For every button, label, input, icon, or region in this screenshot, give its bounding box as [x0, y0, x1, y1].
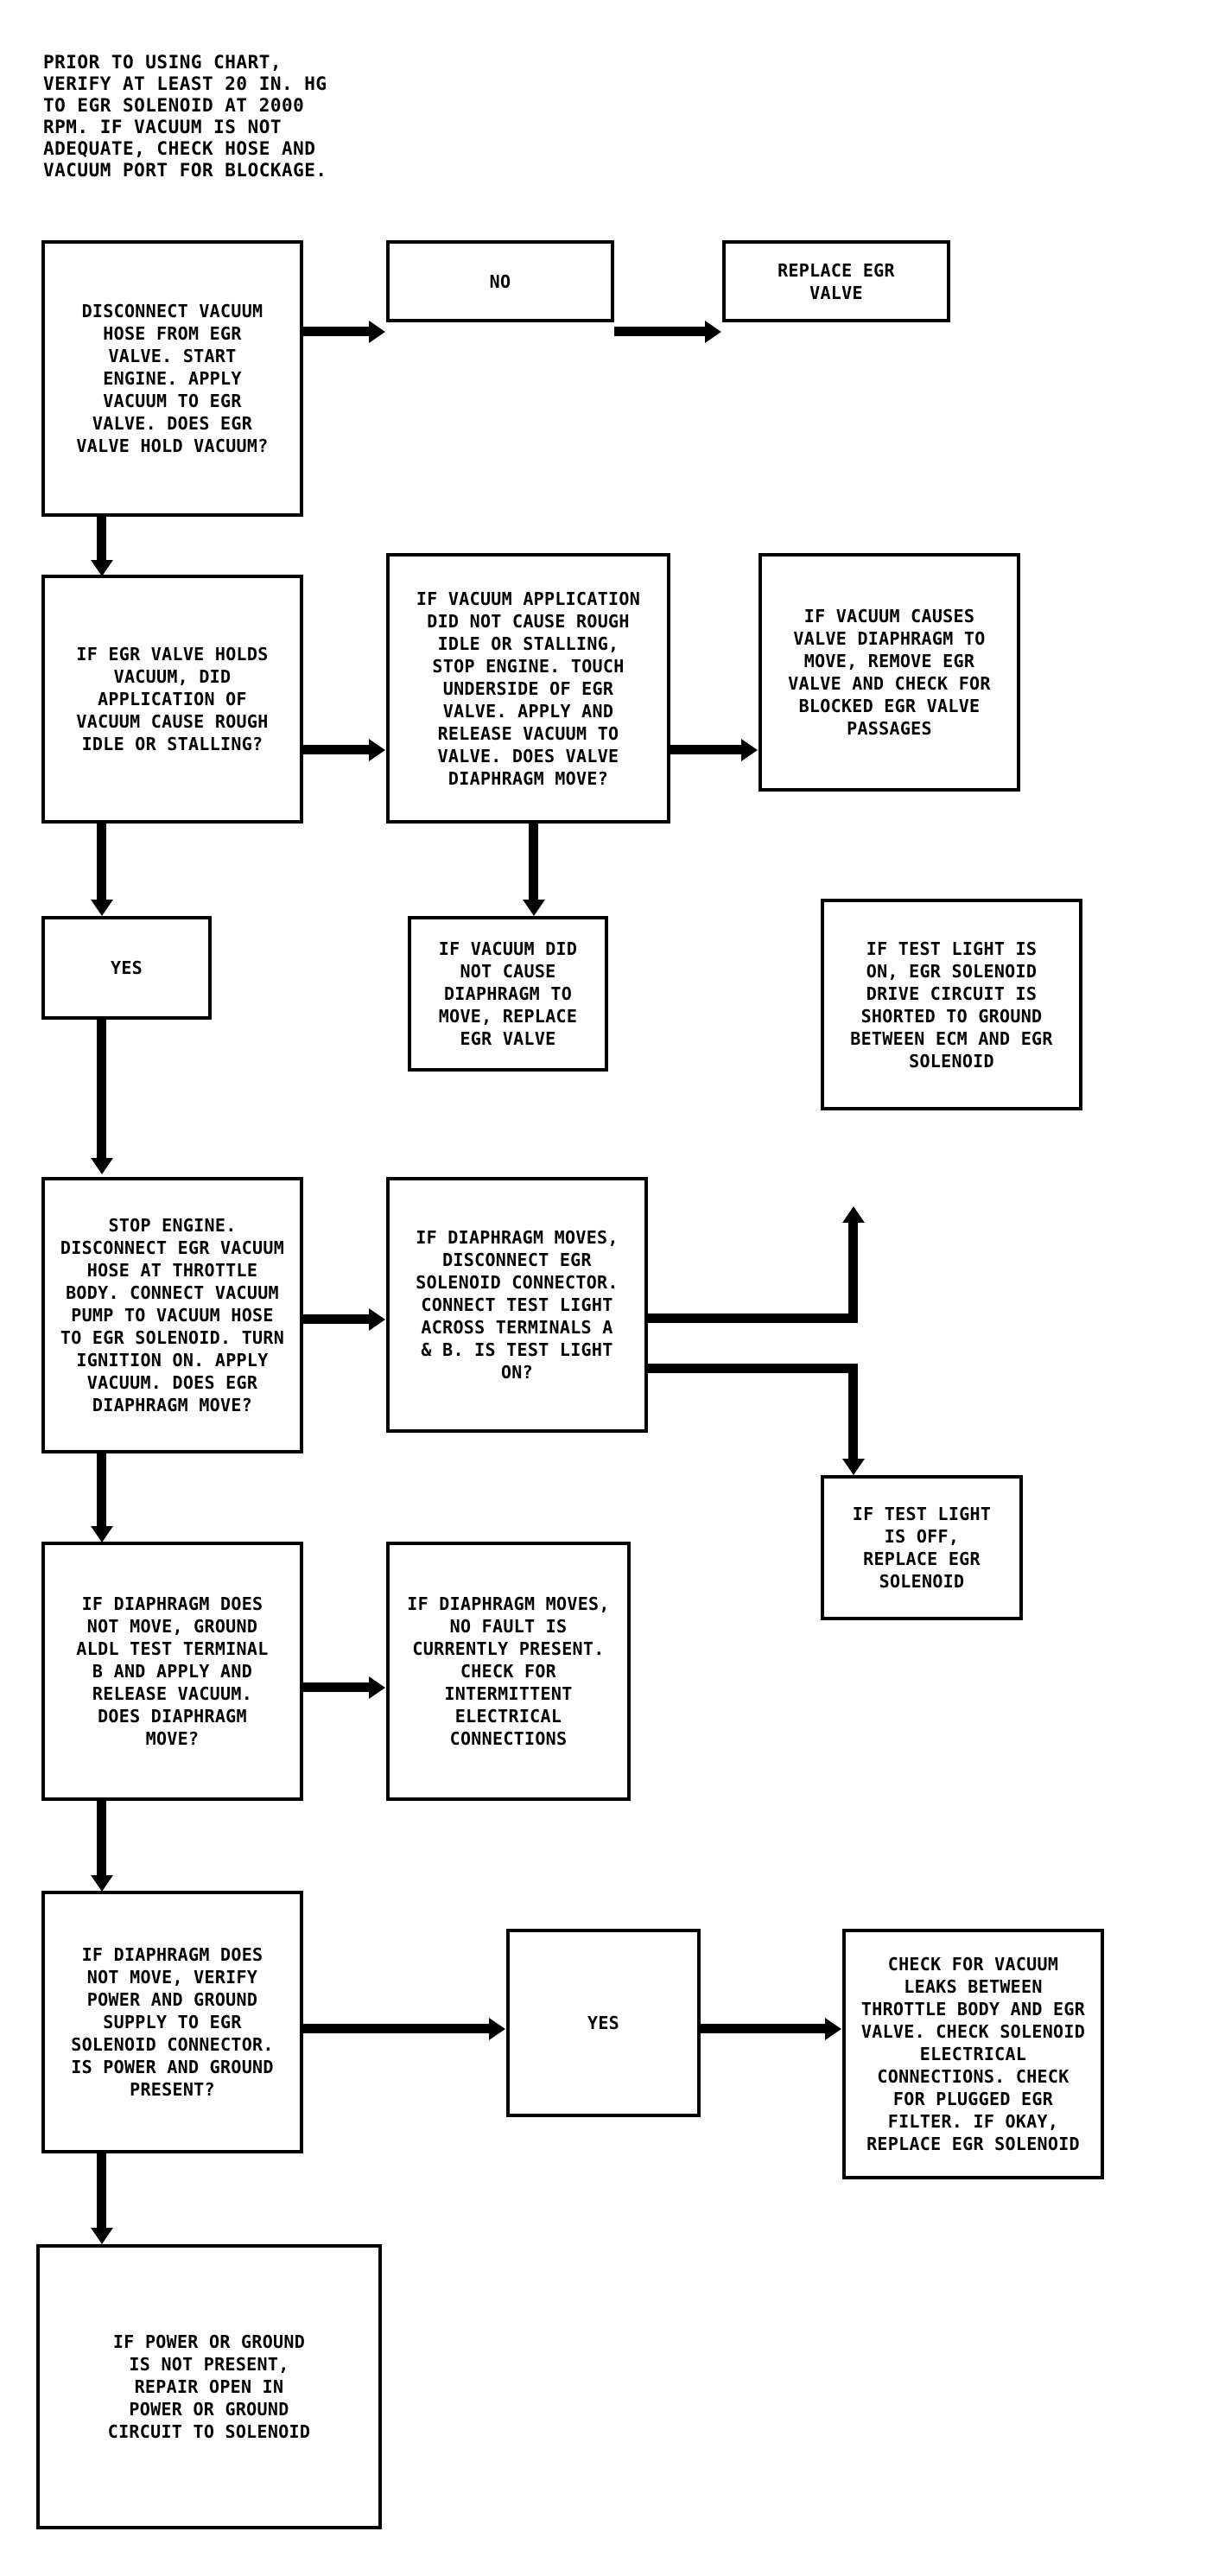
node-repair-open-power-ground[interactable]: IF POWER OR GROUND IS NOT PRESENT, REPAI…	[36, 2244, 382, 2529]
connector-n15-n16	[303, 2024, 489, 2033]
arrowhead-down	[91, 900, 113, 916]
node-replace-egr-valve[interactable]: REPLACE EGR VALVE	[722, 240, 950, 322]
node-yes-2[interactable]: YES	[506, 1929, 701, 2117]
connector-n4-n7	[97, 824, 106, 900]
node-test-light-off-replace-solenoid[interactable]: IF TEST LIGHT IS OFF, REPLACE EGR SOLENO…	[821, 1475, 1023, 1620]
node-disconnect-vacuum-hose[interactable]: DISCONNECT VACUUM HOSE FROM EGR VALVE. S…	[41, 240, 303, 517]
node-text: DISCONNECT VACUUM HOSE FROM EGR VALVE. S…	[76, 301, 269, 456]
node-diaphragm-moves-connect-test-light[interactable]: IF DIAPHRAGM MOVES, DISCONNECT EGR SOLEN…	[386, 1177, 648, 1433]
arrowhead-down	[91, 1526, 113, 1542]
arrowhead-right	[369, 1308, 385, 1331]
arrowhead-right	[705, 321, 721, 343]
node-text: IF TEST LIGHT IS ON, EGR SOLENOID DRIVE …	[850, 938, 1053, 1072]
node-text: IF VACUUM CAUSES VALVE DIAPHRAGM TO MOVE…	[788, 606, 991, 739]
arrowhead-right	[825, 2018, 841, 2040]
node-text: IF DIAPHRAGM MOVES, NO FAULT IS CURRENTL…	[407, 1593, 610, 1749]
connector-n10-n13	[97, 1453, 106, 1526]
node-text: REPLACE EGR VALVE	[778, 259, 895, 303]
arrowhead-right	[489, 2018, 505, 2040]
arrowhead-up	[842, 1206, 865, 1223]
node-text: NO	[489, 270, 511, 292]
arrowhead-down	[842, 1459, 865, 1475]
arrowhead-down	[91, 1158, 113, 1174]
arrowhead-down	[91, 560, 113, 576]
node-text: IF EGR VALVE HOLDS VACUUM, DID APPLICATI…	[76, 644, 269, 754]
connector-n5-n6	[670, 745, 741, 754]
node-verify-power-and-ground[interactable]: IF DIAPHRAGM DOES NOT MOVE, VERIFY POWER…	[41, 1891, 303, 2153]
connector-n10-n11	[303, 1314, 369, 1324]
node-egr-valve-holds-vacuum[interactable]: IF EGR VALVE HOLDS VACUUM, DID APPLICATI…	[41, 575, 303, 824]
node-check-vacuum-leaks[interactable]: CHECK FOR VACUUM LEAKS BETWEEN THROTTLE …	[842, 1929, 1104, 2179]
node-no-1[interactable]: NO	[386, 240, 614, 322]
connector-n16-n17	[701, 2024, 825, 2033]
node-stop-engine-connect-vacuum-pump[interactable]: STOP ENGINE. DISCONNECT EGR VACUUM HOSE …	[41, 1177, 303, 1453]
node-diaphragm-not-move-ground-aldl[interactable]: IF DIAPHRAGM DOES NOT MOVE, GROUND ALDL …	[41, 1542, 303, 1801]
connector-n15-n18	[97, 2153, 106, 2228]
arrowhead-right	[369, 1676, 385, 1699]
node-vacuum-causes-diaphragm-move[interactable]: IF VACUUM CAUSES VALVE DIAPHRAGM TO MOVE…	[758, 553, 1020, 792]
arrowhead-right	[741, 739, 758, 761]
node-diaphragm-moves-no-fault[interactable]: IF DIAPHRAGM MOVES, NO FAULT IS CURRENTL…	[386, 1542, 631, 1801]
node-text: IF DIAPHRAGM DOES NOT MOVE, GROUND ALDL …	[76, 1593, 269, 1749]
arrowhead-down	[91, 2228, 113, 2244]
connector-n1-n2	[303, 327, 369, 336]
connector-n11-n12-v	[848, 1364, 858, 1459]
arrowhead-right	[369, 739, 385, 761]
connector-n11-n12-h	[648, 1364, 858, 1373]
node-text: IF VACUUM APPLICATION DID NOT CAUSE ROUG…	[416, 588, 641, 789]
connector-n13-n14	[303, 1682, 369, 1692]
node-text: CHECK FOR VACUUM LEAKS BETWEEN THROTTLE …	[860, 1954, 1086, 2154]
connector-n4-n5	[303, 745, 369, 754]
node-text: IF DIAPHRAGM MOVES, DISCONNECT EGR SOLEN…	[416, 1227, 619, 1383]
arrowhead-down	[91, 1875, 113, 1892]
arrowhead-down	[523, 900, 545, 916]
node-yes-1[interactable]: YES	[41, 916, 212, 1020]
node-text: IF DIAPHRAGM DOES NOT MOVE, VERIFY POWER…	[71, 1944, 274, 2100]
connector-n11-n9-v	[848, 1223, 858, 1318]
node-vacuum-application-no-rough-idle[interactable]: IF VACUUM APPLICATION DID NOT CAUSE ROUG…	[386, 553, 670, 824]
arrowhead-right	[369, 321, 385, 343]
node-text: IF TEST LIGHT IS OFF, REPLACE EGR SOLENO…	[852, 1504, 992, 1592]
chart-prerequisite-note: PRIOR TO USING CHART, VERIFY AT LEAST 20…	[43, 52, 327, 181]
node-text: IF VACUUM DID NOT CAUSE DIAPHRAGM TO MOV…	[438, 938, 578, 1049]
connector-n7-n10	[97, 1020, 106, 1158]
connector-n2-n3	[614, 327, 705, 336]
node-vacuum-did-not-cause-diaphragm[interactable]: IF VACUUM DID NOT CAUSE DIAPHRAGM TO MOV…	[408, 916, 608, 1072]
node-text: YES	[587, 2013, 620, 2033]
connector-n13-n15	[97, 1801, 106, 1875]
connector-n5-n8	[529, 824, 538, 900]
node-text: IF POWER OR GROUND IS NOT PRESENT, REPAI…	[107, 2331, 311, 2442]
node-text: STOP ENGINE. DISCONNECT EGR VACUUM HOSE …	[60, 1215, 285, 1415]
node-test-light-on-shorted[interactable]: IF TEST LIGHT IS ON, EGR SOLENOID DRIVE …	[821, 899, 1082, 1110]
connector-n11-n9-h	[648, 1313, 858, 1323]
node-text: YES	[110, 957, 143, 978]
connector-n1-n4	[97, 517, 106, 560]
